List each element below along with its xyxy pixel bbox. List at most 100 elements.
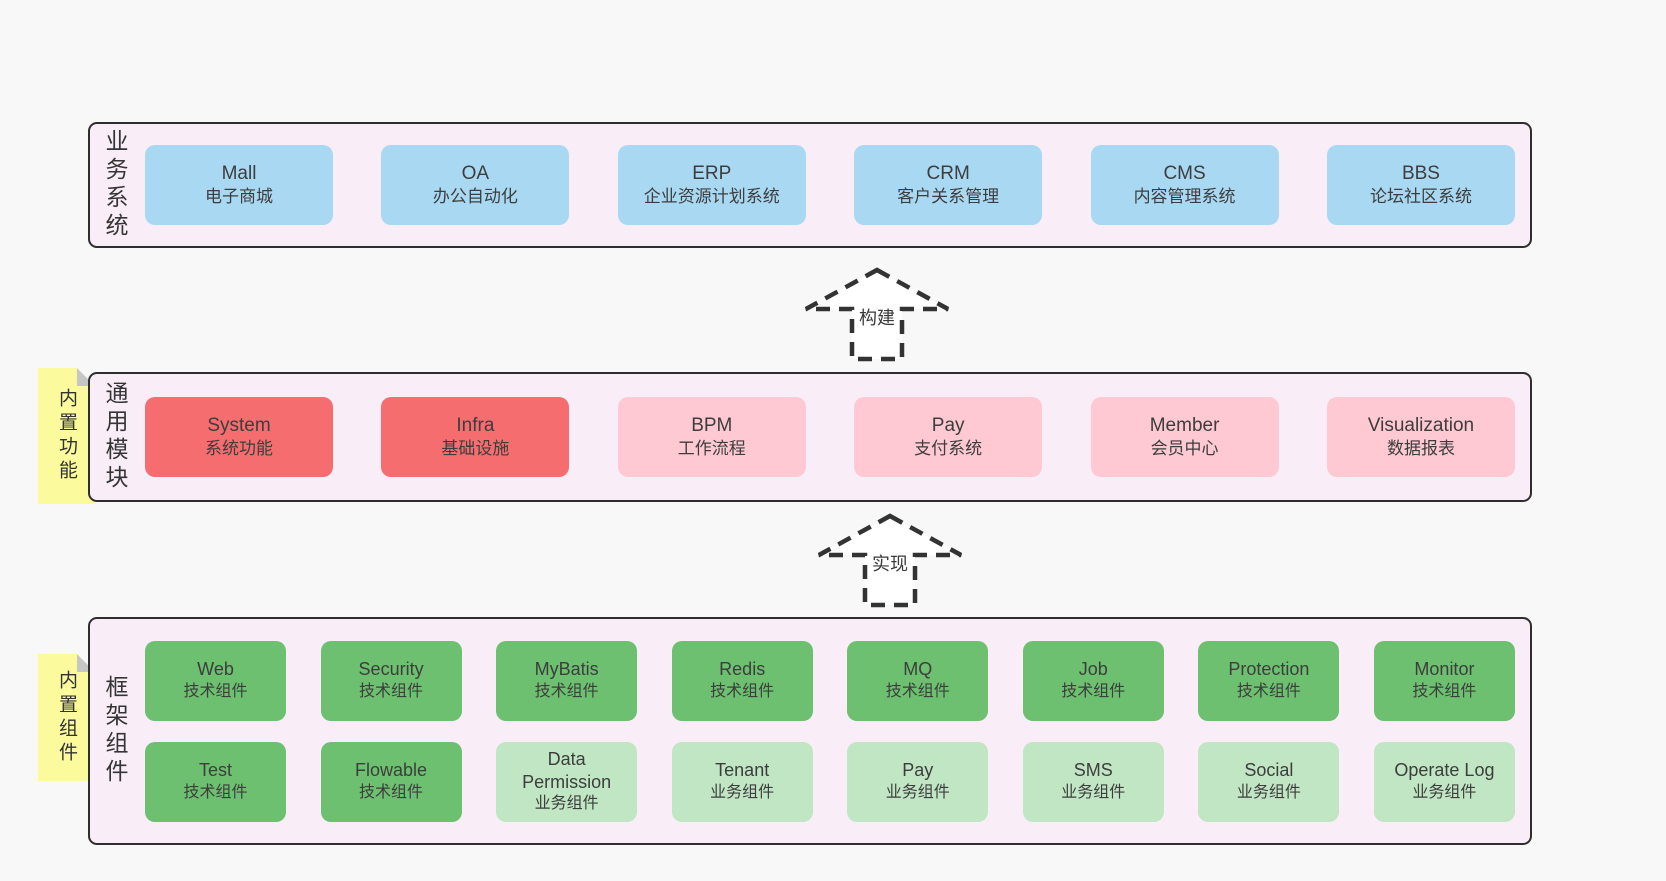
box-operate-log-name: Operate Log	[1394, 760, 1495, 781]
box-social: Social 业务组件	[1198, 741, 1340, 822]
box-erp-desc: 企业资源计划系统	[643, 187, 780, 207]
framework-components-row-1: Web 技术组件 Security 技术组件 MyBatis 技术组件 Redi…	[145, 640, 1515, 721]
band-business-systems: 业务系统 Mall 电子商城 OA 办公自动化 ERP 企业资源计划系统 CRM…	[88, 122, 1532, 248]
box-member: Member 会员中心	[1090, 397, 1279, 477]
box-system: System 系统功能	[145, 397, 333, 477]
box-pay-module-desc: 支付系统	[914, 439, 983, 459]
box-web-desc: 技术组件	[183, 682, 248, 700]
box-data-permission: Data Permission 业务组件	[496, 741, 638, 822]
box-security-name: Security	[358, 659, 424, 680]
box-web: Web 技术组件	[145, 640, 286, 721]
box-mq-name: MQ	[903, 659, 933, 680]
box-infra: Infra 基础设施	[381, 397, 570, 477]
box-oa: OA 办公自动化	[381, 145, 570, 225]
framework-components-boxes: Web 技术组件 Security 技术组件 MyBatis 技术组件 Redi…	[126, 619, 1530, 843]
box-job-name: Job	[1078, 659, 1108, 680]
box-infra-name: Infra	[456, 414, 495, 436]
box-member-name: Member	[1149, 414, 1220, 436]
band-business-systems-label: 业务系统	[102, 129, 128, 241]
box-protection-desc: 技术组件	[1236, 682, 1301, 700]
box-social-name: Social	[1244, 760, 1294, 781]
box-monitor: Monitor 技术组件	[1373, 640, 1515, 721]
box-data-permission-desc: 业务组件	[534, 795, 599, 813]
box-test: Test 技术组件	[145, 741, 286, 822]
box-pay-component-desc: 业务组件	[885, 783, 950, 801]
box-bbs-desc: 论坛社区系统	[1369, 187, 1472, 207]
box-member-desc: 会员中心	[1150, 439, 1219, 459]
box-redis-desc: 技术组件	[710, 682, 775, 700]
box-cms-desc: 内容管理系统	[1133, 187, 1236, 207]
box-test-name: Test	[198, 760, 232, 781]
framework-components-row-2: Test 技术组件 Flowable 技术组件 Data Permission …	[145, 741, 1515, 822]
box-sms-name: SMS	[1073, 760, 1113, 781]
box-job-desc: 技术组件	[1061, 682, 1126, 700]
band-common-modules-label: 通用模块	[102, 381, 128, 493]
box-redis: Redis 技术组件	[671, 640, 813, 721]
build-arrow: 构建	[802, 266, 952, 363]
sticky-note-builtin-components: 内置组件	[38, 654, 95, 781]
box-mybatis-desc: 技术组件	[534, 682, 599, 700]
box-bpm-desc: 工作流程	[677, 439, 746, 459]
implement-arrow-label: 实现	[869, 552, 911, 578]
box-system-desc: 系统功能	[205, 439, 273, 459]
common-modules-boxes: System 系统功能 Infra 基础设施 BPM 工作流程 Pay 支付系统…	[126, 374, 1530, 500]
box-oa-desc: 办公自动化	[432, 187, 518, 207]
box-erp: ERP 企业资源计划系统	[617, 145, 806, 225]
sticky-note-builtin-functions: 内置功能	[38, 368, 95, 504]
box-cms-name: CMS	[1163, 162, 1206, 184]
box-redis-name: Redis	[719, 659, 766, 680]
box-crm: CRM 客户关系管理	[854, 145, 1043, 225]
band-framework-components-label: 框架组件	[102, 675, 128, 787]
box-oa-name: OA	[461, 162, 490, 184]
band-framework-components: 框架组件 Web 技术组件 Security 技术组件 MyBatis 技术组件…	[88, 617, 1532, 845]
band-common-modules: 通用模块 System 系统功能 Infra 基础设施 BPM 工作流程 Pay…	[88, 372, 1532, 502]
box-tenant-name: Tenant	[715, 760, 770, 781]
box-security: Security 技术组件	[320, 640, 462, 721]
business-systems-boxes: Mall 电子商城 OA 办公自动化 ERP 企业资源计划系统 CRM 客户关系…	[126, 124, 1530, 246]
box-flowable-name: Flowable	[355, 760, 428, 781]
implement-arrow: 实现	[815, 512, 965, 609]
build-arrow-label: 构建	[856, 306, 898, 332]
box-mybatis: MyBatis 技术组件	[496, 640, 638, 721]
box-tenant-desc: 业务组件	[710, 783, 775, 801]
box-pay-module-name: Pay	[931, 414, 965, 436]
box-cms: CMS 内容管理系统	[1090, 145, 1279, 225]
box-data-permission-name: Data Permission	[522, 748, 612, 793]
box-mq: MQ 技术组件	[847, 640, 989, 721]
box-tenant: Tenant 业务组件	[671, 741, 813, 822]
box-security-desc: 技术组件	[359, 682, 424, 700]
box-bbs: BBS 论坛社区系统	[1326, 145, 1515, 225]
box-monitor-desc: 技术组件	[1412, 682, 1477, 700]
box-mybatis-name: MyBatis	[534, 659, 599, 680]
box-system-name: System	[207, 414, 271, 436]
box-social-desc: 业务组件	[1236, 783, 1301, 801]
box-flowable-desc: 技术组件	[359, 783, 424, 801]
box-flowable: Flowable 技术组件	[320, 741, 462, 822]
box-job: Job 技术组件	[1022, 640, 1164, 721]
box-mall-name: Mall	[221, 162, 257, 184]
box-erp-name: ERP	[692, 162, 732, 184]
box-bbs-name: BBS	[1401, 162, 1440, 184]
box-visualization-desc: 数据报表	[1386, 439, 1455, 459]
box-bpm: BPM 工作流程	[617, 397, 806, 477]
box-crm-desc: 客户关系管理	[897, 187, 1000, 207]
box-infra-desc: 基础设施	[441, 439, 510, 459]
box-sms: SMS 业务组件	[1022, 741, 1164, 822]
box-protection: Protection 技术组件	[1198, 640, 1340, 721]
box-sms-desc: 业务组件	[1061, 783, 1126, 801]
box-mall: Mall 电子商城	[145, 145, 333, 225]
box-operate-log: Operate Log 业务组件	[1373, 741, 1515, 822]
sticky-note-builtin-components-text: 内置组件	[56, 669, 77, 766]
box-web-name: Web	[197, 659, 234, 680]
box-mall-desc: 电子商城	[205, 187, 273, 207]
box-visualization-name: Visualization	[1367, 414, 1475, 436]
box-mq-desc: 技术组件	[885, 682, 950, 700]
sticky-note-builtin-functions-text: 内置功能	[56, 388, 77, 484]
box-pay-component-name: Pay	[902, 760, 934, 781]
box-protection-name: Protection	[1228, 659, 1310, 680]
box-monitor-name: Monitor	[1414, 659, 1475, 680]
box-crm-name: CRM	[926, 162, 970, 184]
box-pay-component: Pay 业务组件	[847, 741, 989, 822]
box-test-desc: 技术组件	[183, 783, 248, 801]
